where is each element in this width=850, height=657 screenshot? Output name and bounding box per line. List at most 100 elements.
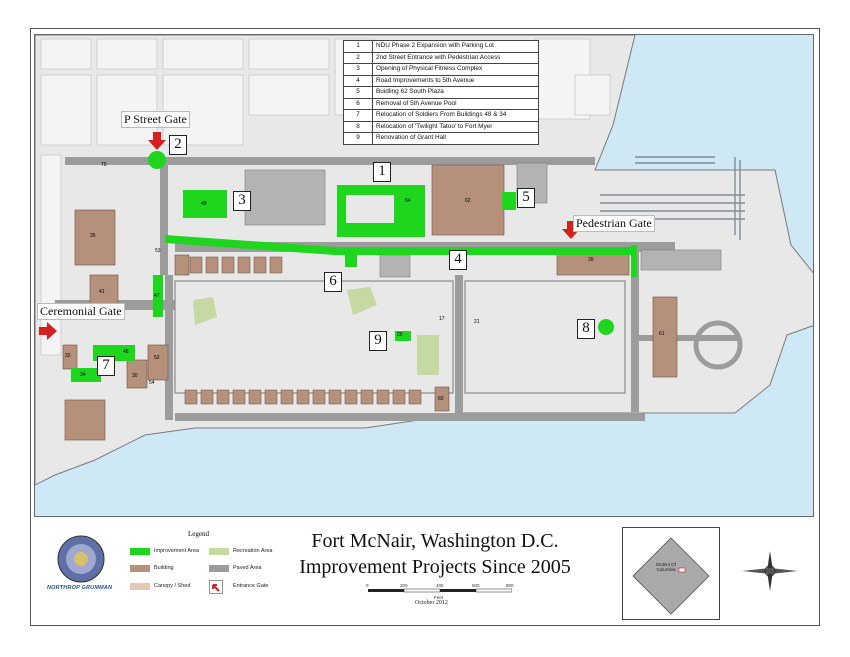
field-east <box>464 280 626 394</box>
project-number: 5 <box>343 86 373 99</box>
army-logo <box>57 535 105 583</box>
north-arrow-icon <box>742 551 798 591</box>
locator-inset: District Of Columbia <box>622 527 720 620</box>
quarters-row <box>184 256 422 405</box>
project-number: 3 <box>343 63 373 76</box>
project-number: 8 <box>343 120 373 133</box>
twilight-tattoo-circle <box>598 319 614 335</box>
city-blocks <box>40 38 611 356</box>
p-street-circle <box>148 151 166 169</box>
scale-tick-600: 600 <box>472 583 480 588</box>
building-32-label: 32 <box>65 353 71 359</box>
scale-tick-400: 400 <box>436 583 444 588</box>
ndu-courtyard <box>346 195 394 223</box>
gate-arrows <box>39 132 580 340</box>
project-number: 6 <box>343 97 373 110</box>
project-label: Opening of Physical Fitness Complex <box>372 63 539 76</box>
building-47-label: 47 <box>154 293 160 299</box>
marker-4[interactable]: 4 <box>449 250 467 270</box>
parade-field <box>174 280 454 394</box>
recreation-areas <box>193 287 439 375</box>
marker-7[interactable]: 7 <box>97 356 115 376</box>
project-number: 2 <box>343 51 373 64</box>
building-21-label: 21 <box>474 319 480 325</box>
project-label: Buidling 62 South Plaza <box>372 86 539 99</box>
project-number: 7 <box>343 109 373 122</box>
map-date: October 2012 <box>415 600 448 606</box>
building-53-label: 53 <box>155 248 161 254</box>
building-60-label: 60 <box>438 396 444 402</box>
marker-8[interactable]: 8 <box>577 319 595 339</box>
building-79-label: 79 <box>101 162 107 168</box>
building-35-label: 35 <box>90 233 96 239</box>
marker-5[interactable]: 5 <box>517 188 535 208</box>
legend-label-improvement: Improvement Area <box>154 548 199 554</box>
p-street-gate-label: P Street Gate <box>121 111 190 128</box>
building-61-label: 61 <box>659 331 665 337</box>
building-52-label: 52 <box>154 355 160 361</box>
legend-swatch-improvement <box>130 548 150 555</box>
project-label: Road Improvements to 5th Avenue <box>372 74 539 87</box>
project-number: 4 <box>343 74 373 87</box>
building-30-label: 30 <box>132 373 138 379</box>
building-64-label: 64 <box>405 198 411 204</box>
building-54-label: 54 <box>149 380 155 386</box>
dc-outline <box>632 537 710 615</box>
ceremonial-gate-label: Ceremonial Gate <box>37 303 125 320</box>
scale-tick-200: 200 <box>400 583 408 588</box>
building-49-label: 49 <box>201 201 207 207</box>
building-41-label: 41 <box>99 289 105 295</box>
buildings <box>62 164 678 441</box>
scale-bar <box>368 588 512 593</box>
legend-swatch-building <box>130 565 150 572</box>
building-20-label: 20 <box>397 332 403 338</box>
project-number: 9 <box>343 132 373 145</box>
legend-label-canopy: Canopy / Shed <box>154 583 191 589</box>
project-number: 1 <box>343 40 373 53</box>
scale-tick-800: 800 <box>506 583 514 588</box>
marker-1[interactable]: 1 <box>373 162 391 182</box>
building-62-label: 62 <box>465 198 471 204</box>
legend-label-recreation: Recreation Area <box>233 548 273 554</box>
marker-6[interactable]: 6 <box>324 272 342 292</box>
entrance-gate-icon <box>212 584 220 592</box>
project-label: Relocation of Soldiers From Buildings 48… <box>372 109 539 122</box>
legend-label-building: Building <box>154 565 174 571</box>
project-label: NDU Phase 2 Expansion with Parking Lot <box>372 40 539 53</box>
northrop-grumman-logo: NORTHROP GRUMMAN <box>47 585 113 591</box>
legend-label-paved: Paved Area <box>233 565 262 571</box>
legend-swatch-gate <box>209 580 223 594</box>
building-48-label: 48 <box>123 349 129 355</box>
marker-9[interactable]: 9 <box>369 331 387 351</box>
building-39-label: 39 <box>588 257 594 263</box>
legend-label-gate: Entrance Gate <box>233 583 269 589</box>
map-canvas <box>35 35 813 486</box>
legend-title: Legend <box>188 530 209 538</box>
legend-swatch-paved <box>209 565 229 572</box>
map-title-line1: Fort McNair, Washington D.C. <box>311 530 559 552</box>
project-label: Removal of 5th Avenue Pool <box>372 97 539 110</box>
project-label: Renovation of Grant Hall <box>372 132 539 145</box>
inset-label: District Of Columbia <box>656 562 676 572</box>
paved-structures <box>244 162 722 278</box>
pedestrian-gate-label: Pedestrian Gate <box>573 215 655 232</box>
building-34-label: 34 <box>80 372 86 378</box>
project-label: Relocation of 'Twilight Tatoo' to Fort M… <box>372 120 539 133</box>
scale-unit: Feet <box>434 595 444 600</box>
marker-3[interactable]: 3 <box>233 191 251 211</box>
legend-swatch-canopy <box>130 583 150 590</box>
map-title-line2: Improvement Projects Since 2005 <box>299 556 571 578</box>
marker-2[interactable]: 2 <box>169 135 187 155</box>
project-label: 2nd Street Entrance with Pedestrian Acce… <box>372 51 539 64</box>
